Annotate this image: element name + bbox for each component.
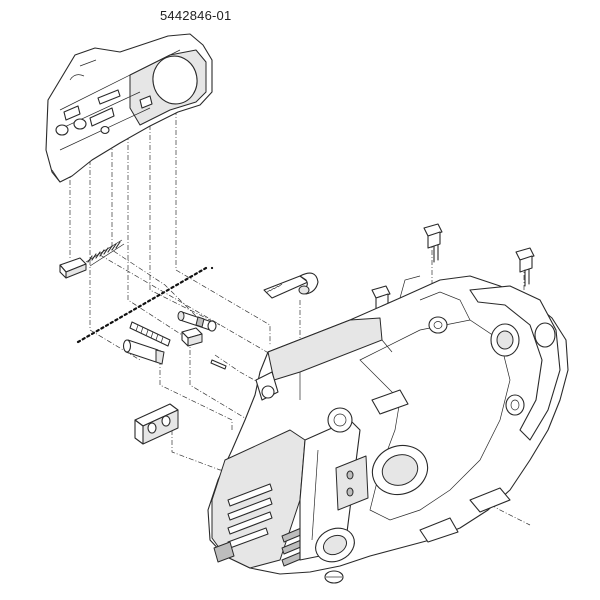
holed-bracket-part xyxy=(134,403,179,445)
part-number-label: 5442846-01 xyxy=(160,8,232,23)
small-cube-part xyxy=(181,327,203,347)
crankcase-housing xyxy=(207,275,569,584)
bolt-part-2 xyxy=(515,247,535,287)
bolt-part-1 xyxy=(423,223,443,263)
small-block-part xyxy=(59,257,87,279)
alignment-dotted-line-upper xyxy=(76,266,208,344)
spring-part xyxy=(85,239,125,267)
cover-plate-part xyxy=(45,33,213,183)
bolt-part-3 xyxy=(371,285,391,323)
pin-upper-part xyxy=(177,311,217,332)
threaded-rod-part xyxy=(129,321,171,347)
pin-lower-part xyxy=(122,339,165,365)
curved-lever-part xyxy=(263,272,319,299)
tiny-pin-part xyxy=(210,359,227,370)
